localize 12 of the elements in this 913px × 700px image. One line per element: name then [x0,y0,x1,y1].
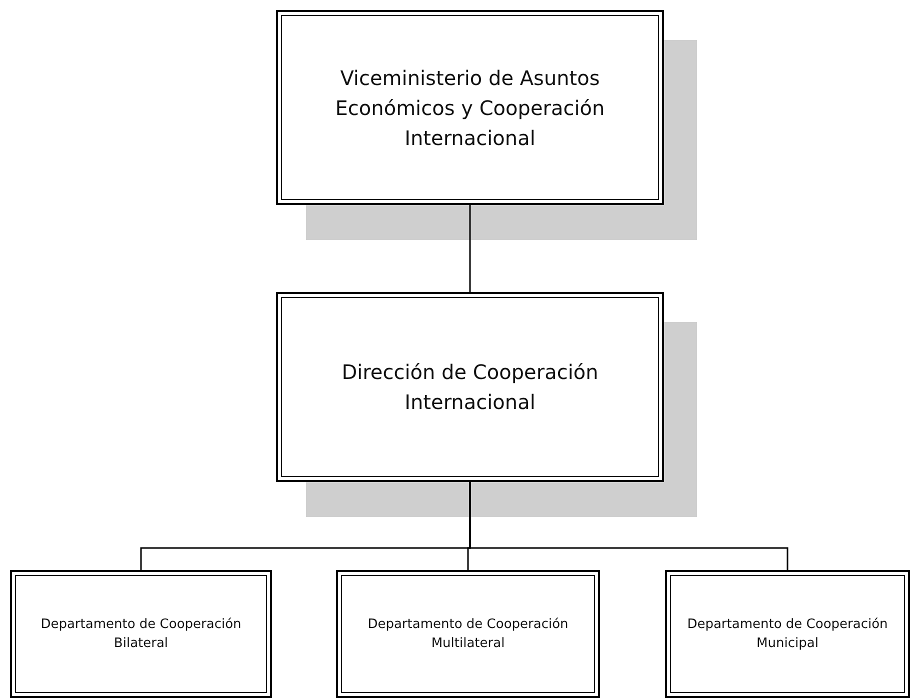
box-label: Departamento de Cooperación Municipal [686,616,889,653]
connector-line [469,205,471,292]
box-label: Departamento de Cooperación Multilateral [366,616,570,653]
box-label: Departamento de Cooperación Bilateral [40,616,242,653]
box-label: Viceministerio de Asuntos Económicos y Cooperación Internacional [334,64,606,152]
org-box [665,570,910,698]
org-box [10,570,272,698]
org-box [336,570,600,698]
connector-line [469,482,788,570]
org-box [276,10,664,205]
box-label: Dirección de Cooperación Internacional [340,359,600,416]
org-box [276,292,664,482]
